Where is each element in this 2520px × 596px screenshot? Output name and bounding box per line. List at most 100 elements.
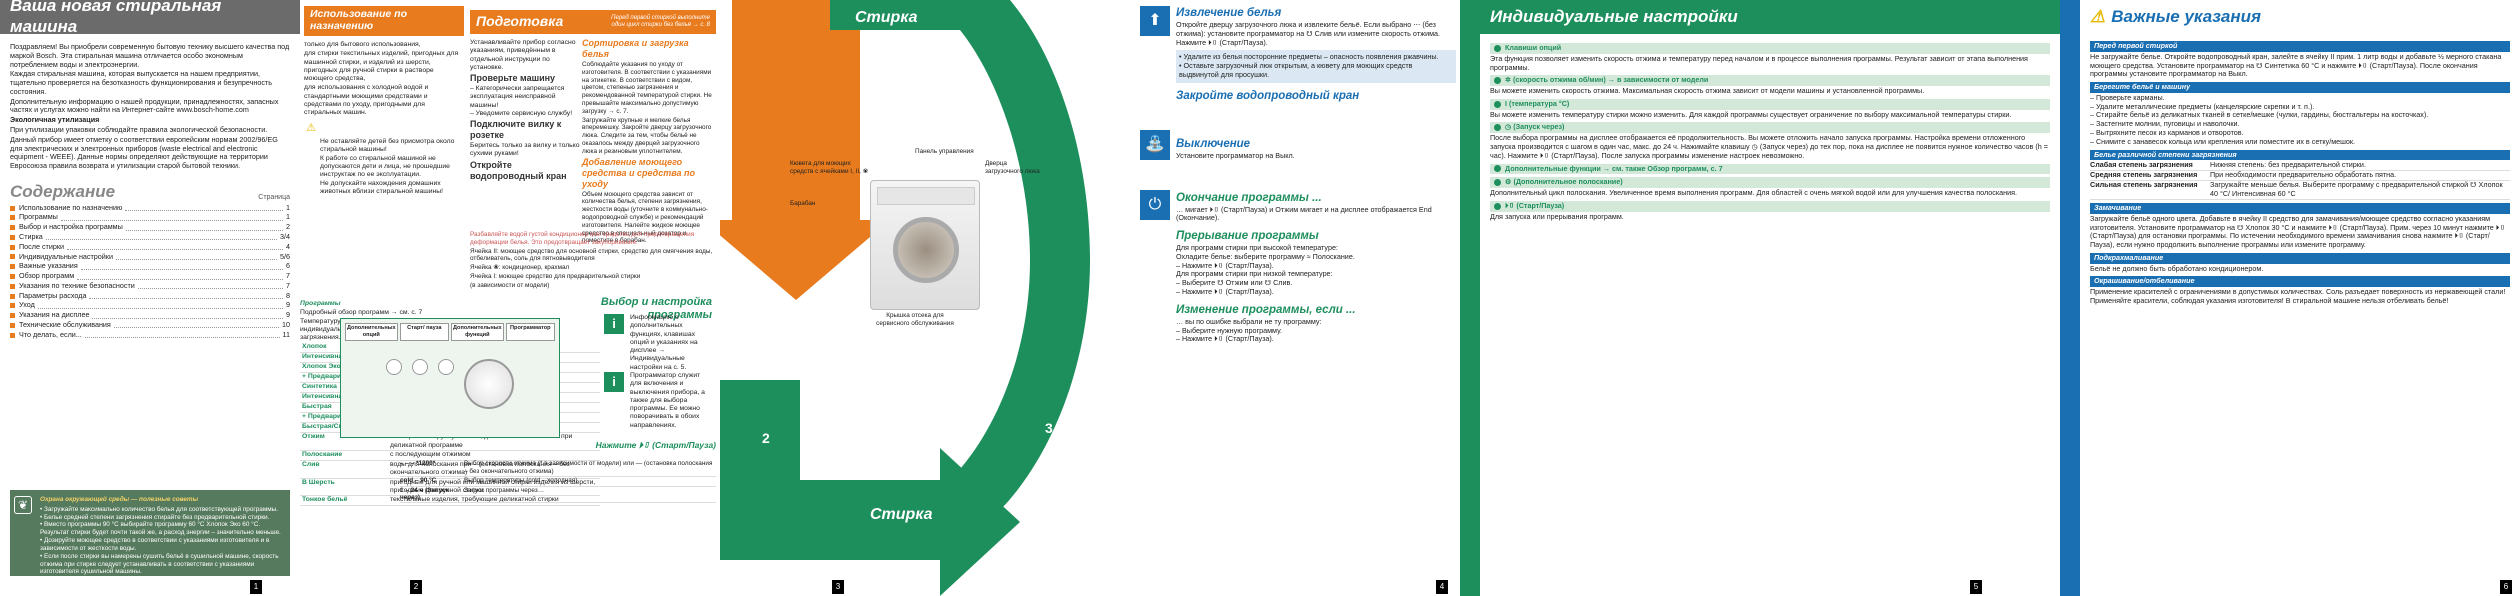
interrupt-text: Для программ стирки при высокой температ… — [1176, 243, 1355, 297]
load-text: Загружайте крупные и мелкие белья вперем… — [582, 116, 712, 155]
program-name: Быстрая/Смеш. — [302, 423, 355, 431]
remove-title: Извлечение белья — [1176, 7, 1282, 19]
toc-label: Использование по назначению — [19, 202, 123, 212]
part-label: Барабан — [790, 200, 816, 207]
temp-text: Выбор температуры (cold – холодная) — [464, 476, 578, 484]
remove-text: Откройте дверцу загрузочного люка и извл… — [1176, 20, 1441, 47]
toc-dots — [45, 234, 277, 241]
warning-text: Не оставляйте детей без присмотра около … — [320, 138, 455, 195]
toc-label: Стирка — [19, 232, 43, 242]
setting-text: Эта функция позволяет изменить скорость … — [1490, 53, 2028, 72]
sort-title: Сортировка и загрузка белья — [582, 38, 689, 59]
bullet-icon — [10, 234, 15, 240]
panel-washing: Стирка Стирка 1 2 3 Кювета для моющих ср… — [720, 0, 1140, 596]
program-name: Отжим — [302, 433, 325, 441]
setting-text: После выбора программы на дисплее отобра… — [1490, 133, 2048, 160]
toc-label: Указания на дисплее — [19, 310, 90, 320]
setting-header: I (температура °C) — [1490, 98, 2050, 110]
section-text: Бельё не должно быть обработано кондицио… — [2090, 263, 2264, 273]
program-selector-dial[interactable] — [464, 358, 514, 409]
info-text: Программатор служит для включения и выкл… — [630, 372, 705, 429]
step-2: 2 — [762, 430, 770, 446]
install-text: Устанавливайте прибор согласно указаниям… — [470, 39, 576, 71]
settings-title: Индивидуальные настройки — [1480, 0, 2060, 34]
delay-text: Запуск программы через… — [464, 486, 545, 494]
spin-text: Выбор скорости отжима (* в зависимости о… — [464, 460, 713, 475]
door-image — [893, 217, 959, 283]
toc-label: Технические обслуживания — [19, 320, 111, 330]
toc-dots — [115, 254, 277, 260]
washing-machine-image — [870, 180, 980, 310]
program-name: Интенсивная — [302, 353, 347, 361]
prep-steps: Устанавливайте прибор согласно указаниям… — [470, 38, 580, 182]
section-title: Перед первой стиркой — [2090, 41, 2510, 52]
toc-dots — [92, 313, 283, 319]
panel-label: Дополнительных функций — [451, 323, 504, 341]
power-off-title: Выключение — [1176, 137, 1251, 150]
toc-label: Что делать, если... — [19, 329, 82, 339]
compart-note: (в зависимости от модели) — [470, 281, 550, 289]
usage-item: для использования с холодной водой и ста… — [304, 84, 429, 117]
programs-title: Программы — [300, 300, 341, 307]
wash-title-bottom: Стирка — [870, 506, 933, 523]
prep-hint: Перед первой стиркой выполните один цикл… — [611, 14, 710, 28]
section-title: Подкрахмаливание — [2090, 252, 2510, 264]
bullet-icon — [10, 274, 15, 280]
section-title: Берегите бельё и машину — [2090, 82, 2510, 93]
program-desc: пригодные для ручной или машинной стирки… — [390, 478, 596, 494]
panel-label: Программатор — [505, 323, 555, 341]
section-text: Не загружайте белье. Откройте водопровод… — [2090, 51, 2502, 79]
change-title: Изменение программы, если ... — [1176, 303, 1356, 316]
panel-usage-prep: Использование по назначению только для б… — [300, 0, 720, 596]
soil-text: При необходимости предварительно обработ… — [2210, 170, 2397, 180]
tap-title: Откройте водопроводный кран — [470, 159, 567, 181]
change-text: … вы по ошибке выбрали не ту программу: … — [1176, 316, 1322, 344]
option-button[interactable] — [412, 358, 428, 375]
toc-label: Указания по технике безопасности — [19, 280, 135, 290]
after-wash-content: Извлечение белья Откройте дверцу загрузо… — [1176, 0, 1456, 345]
eco-title: Экологичная утилизация — [10, 115, 100, 125]
bullet-icon — [10, 293, 15, 299]
bullet-icon — [10, 254, 15, 260]
toc-page: 11 — [282, 329, 290, 339]
program-name: Полоскание — [302, 450, 343, 458]
toc-dots — [80, 264, 283, 270]
program-name: + Предварит. стирка — [302, 413, 371, 421]
start-pause-title: Нажмите ⏵▯ (Старт/Пауза) — [595, 440, 716, 450]
setting-header: Клавиши опций — [1490, 43, 2050, 54]
washing-flow-diagram — [720, 0, 1090, 596]
start-pause-button[interactable] — [438, 358, 454, 375]
toc-label: Индивидуальные настройки — [19, 251, 113, 261]
page-number: 5 — [1970, 580, 1982, 594]
setting-title: I (температура °C) — [1505, 98, 1570, 108]
bullet-icon — [10, 313, 15, 319]
program-name: Интенсивная — [302, 393, 347, 401]
setting-header: Дополнительные функции → см. также Обзор… — [1490, 163, 2050, 175]
setting-title: Клавиши опций — [1505, 43, 1562, 52]
usage-list: только для бытового использования,для ст… — [304, 40, 464, 196]
soil-text: Загружайте меньше белья. Выберите програ… — [2210, 180, 2503, 199]
page-number: 6 — [2500, 580, 2512, 594]
option-button[interactable] — [386, 358, 402, 375]
setting-title: ⏵▯ (Старт/Пауза) — [1505, 200, 1565, 210]
intro-text: Каждая стиральная машина, которая выпуск… — [10, 69, 273, 96]
bullet-icon — [10, 332, 15, 338]
part-label: Кювета для моющих средств с ячейками I, … — [790, 160, 869, 175]
toc-label: Параметры расхода — [19, 290, 87, 300]
spin-value: – – – *1200* — [400, 460, 436, 467]
toc-dots — [67, 244, 283, 251]
toc-dots — [125, 225, 283, 231]
